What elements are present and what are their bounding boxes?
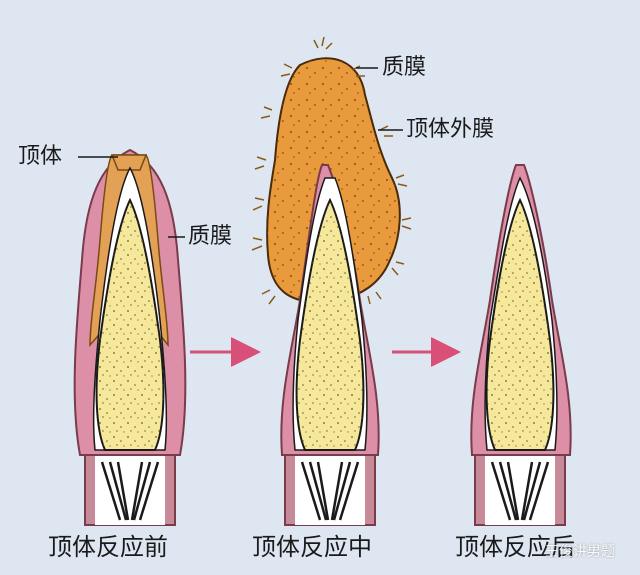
sperm-during bbox=[251, 36, 412, 526]
label-outer-acrosomal-membrane: 顶体外膜 bbox=[406, 117, 495, 142]
caption-before: 顶体反应前 bbox=[48, 533, 168, 561]
label-plasma-membrane-left: 质膜 bbox=[188, 224, 233, 249]
sperm-before bbox=[73, 148, 187, 526]
label-plasma-membrane-top: 质膜 bbox=[382, 55, 427, 80]
label-acrosome: 顶体 bbox=[18, 144, 63, 169]
watermark-text: 王俊讲男题 bbox=[545, 544, 615, 560]
caption-during: 顶体反应中 bbox=[252, 533, 372, 561]
midpiece-after bbox=[474, 444, 566, 526]
caption-after: 顶体反应后 bbox=[455, 533, 575, 561]
midpiece-before bbox=[84, 444, 176, 526]
sperm-after bbox=[470, 164, 572, 526]
midpiece-during bbox=[284, 444, 376, 526]
